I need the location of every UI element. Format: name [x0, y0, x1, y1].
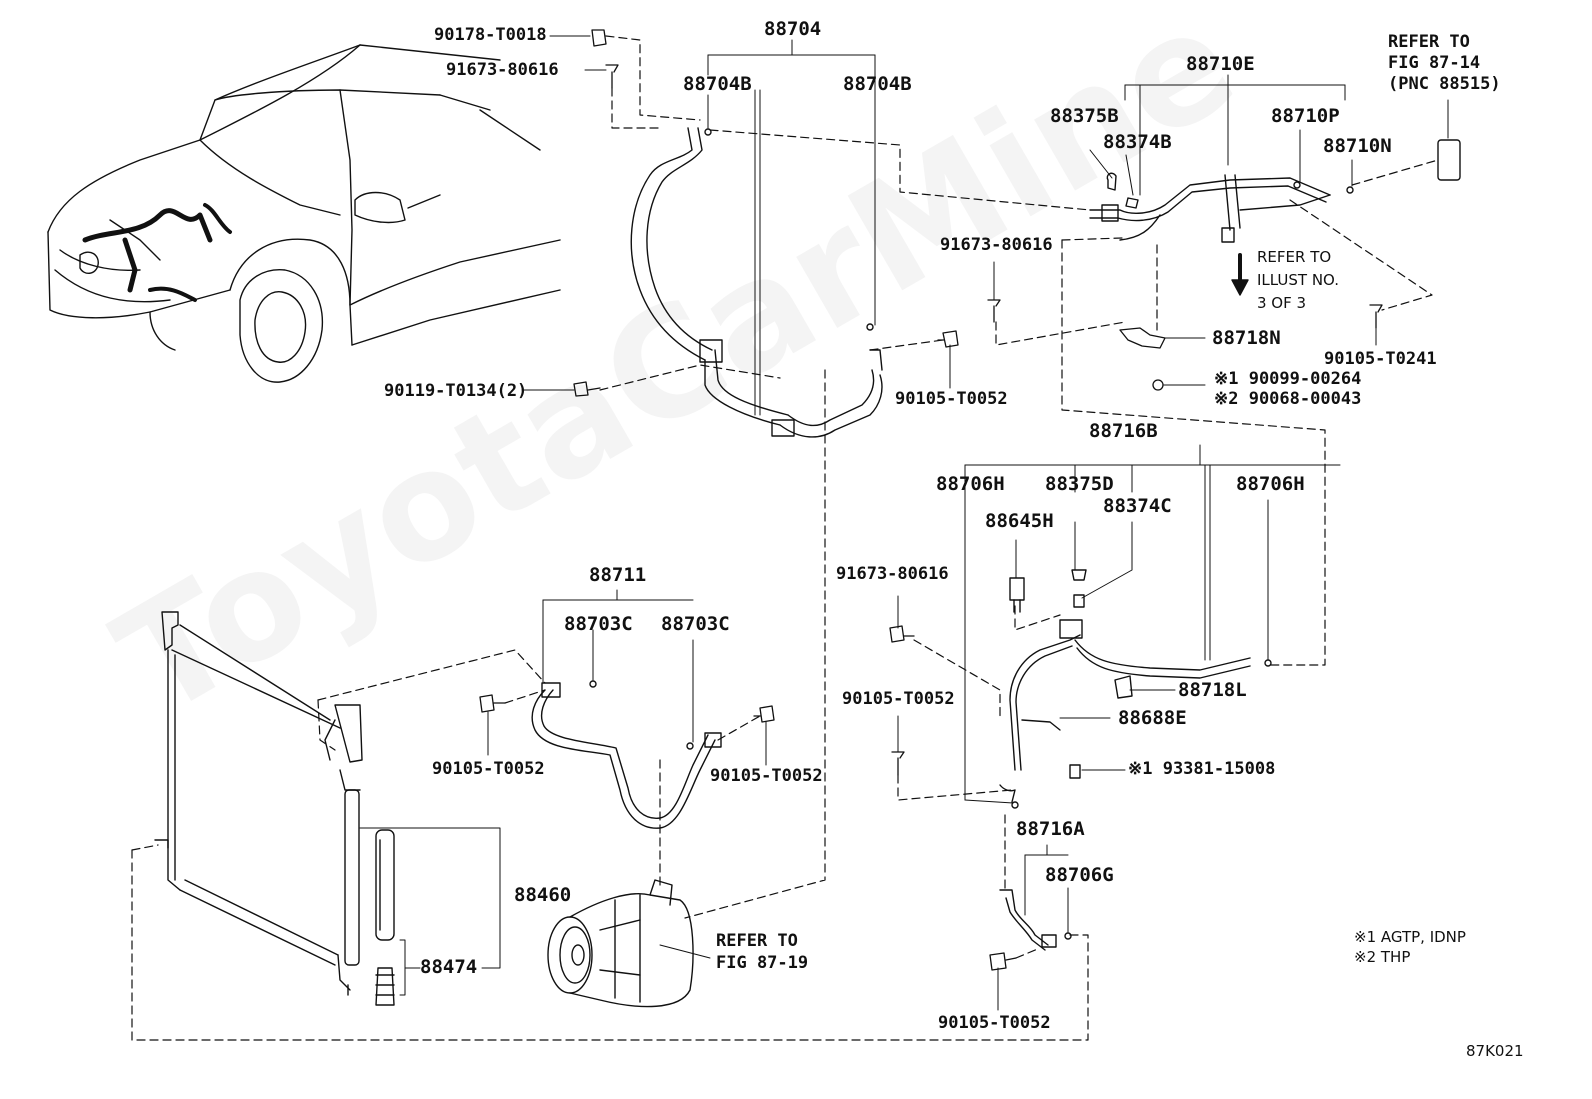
label-88374C: 88374C	[1103, 495, 1172, 517]
label-88704B-left: 88704B	[683, 73, 752, 95]
label-90119-T0134: 90119-T0134(2)	[384, 381, 528, 401]
label-90068-00043: ※2 90068-00043	[1214, 389, 1362, 409]
dashed-lines	[131, 35, 1439, 1041]
label-88375D: 88375D	[1045, 473, 1114, 495]
hose-88716A	[999, 844, 1072, 951]
refer-fig-87-14-line3: (PNC 88515)	[1388, 74, 1501, 94]
label-90178-T0018: 90178-T0018	[434, 25, 547, 45]
hose-88711	[531, 589, 722, 829]
label-90105-T0052-e: 90105-T0052	[938, 1013, 1051, 1033]
label-88374B: 88374B	[1103, 131, 1172, 153]
label-88710E: 88710E	[1186, 53, 1255, 75]
label-88375B: 88375B	[1050, 105, 1119, 127]
liquid-piping-88716B	[964, 444, 1341, 809]
label-88718N: 88718N	[1212, 327, 1281, 349]
label-88703C-right: 88703C	[661, 613, 730, 635]
label-88460: 88460	[514, 884, 572, 906]
fasteners	[479, 29, 1383, 971]
label-88704: 88704	[764, 18, 822, 40]
label-90105-T0052-c: 90105-T0052	[432, 759, 545, 779]
label-91673-80616: 91673-80616	[446, 60, 559, 80]
refer-fig-87-19-line1: REFER TO	[716, 931, 798, 951]
note-1: ※1 AGTP, IDNP	[1354, 928, 1466, 946]
refer-fig-87-14-line2: FIG 87-14	[1388, 53, 1481, 73]
label-90099-00264: ※1 90099-00264	[1214, 369, 1362, 389]
label-88474: 88474	[420, 956, 478, 978]
label-88711: 88711	[589, 564, 647, 586]
label-90105-T0052-a: 90105-T0052	[895, 389, 1008, 409]
discharge-hose-88704	[630, 39, 883, 438]
cooler-piping-88710E	[1089, 74, 1461, 296]
diagram-code: 87K021	[1466, 1042, 1524, 1060]
label-88688E: 88688E	[1118, 707, 1187, 729]
label-88706H-left: 88706H	[936, 473, 1005, 495]
label-91673-80616-c: 91673-80616	[836, 564, 949, 584]
refer-illust-line3: 3 OF 3	[1257, 294, 1307, 312]
label-88710N: 88710N	[1323, 135, 1392, 157]
bracket-88718N	[1119, 327, 1206, 391]
label-88716A: 88716A	[1016, 818, 1085, 840]
refer-fig-87-19-line2: FIG 87-19	[716, 953, 809, 973]
note-2: ※2 THP	[1354, 948, 1411, 966]
label-90105-T0052-b: 90105-T0052	[842, 689, 955, 709]
label-88718L: 88718L	[1178, 679, 1247, 701]
label-90105-T0052-d: 90105-T0052	[710, 766, 823, 786]
label-88704B-right: 88704B	[843, 73, 912, 95]
vehicle-illustration	[47, 44, 561, 383]
refer-illust-line2: ILLUST NO.	[1257, 271, 1340, 289]
label-91673-80616-b: 91673-80616	[940, 235, 1053, 255]
leader-lines	[487, 35, 1377, 1011]
label-88703C-left: 88703C	[564, 613, 633, 635]
label-88706G: 88706G	[1045, 864, 1114, 886]
label-88710P: 88710P	[1271, 105, 1340, 127]
refer-fig-87-14-line1: REFER TO	[1388, 32, 1470, 52]
compressor	[547, 879, 711, 1008]
condenser-88460	[154, 611, 501, 1006]
label-88645H: 88645H	[985, 510, 1054, 532]
label-88706H-right: 88706H	[1236, 473, 1305, 495]
refer-illust-line1: REFER TO	[1257, 248, 1332, 266]
label-93381-15008: ※1 93381-15008	[1128, 759, 1276, 779]
label-88716B: 88716B	[1089, 420, 1158, 442]
label-90105-T0241: 90105-T0241	[1324, 349, 1437, 369]
